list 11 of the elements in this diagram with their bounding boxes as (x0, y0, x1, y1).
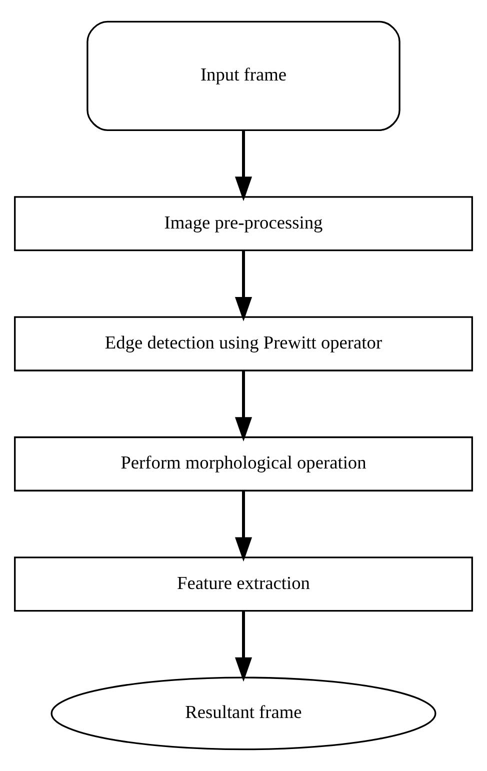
node-box: Input frame (86, 20, 400, 131)
arrow (234, 370, 252, 442)
node-box: Edge detection using Prewitt operator (14, 316, 473, 372)
node-ellipse: Resultant frame (50, 676, 436, 750)
arrow (234, 611, 252, 682)
arrow (234, 250, 252, 322)
arrow (234, 490, 252, 562)
node-box: Perform morphological operation (14, 436, 473, 492)
arrow (234, 130, 252, 202)
node-box: Image pre-processing (14, 196, 473, 252)
node-box: Feature extraction (14, 556, 473, 612)
